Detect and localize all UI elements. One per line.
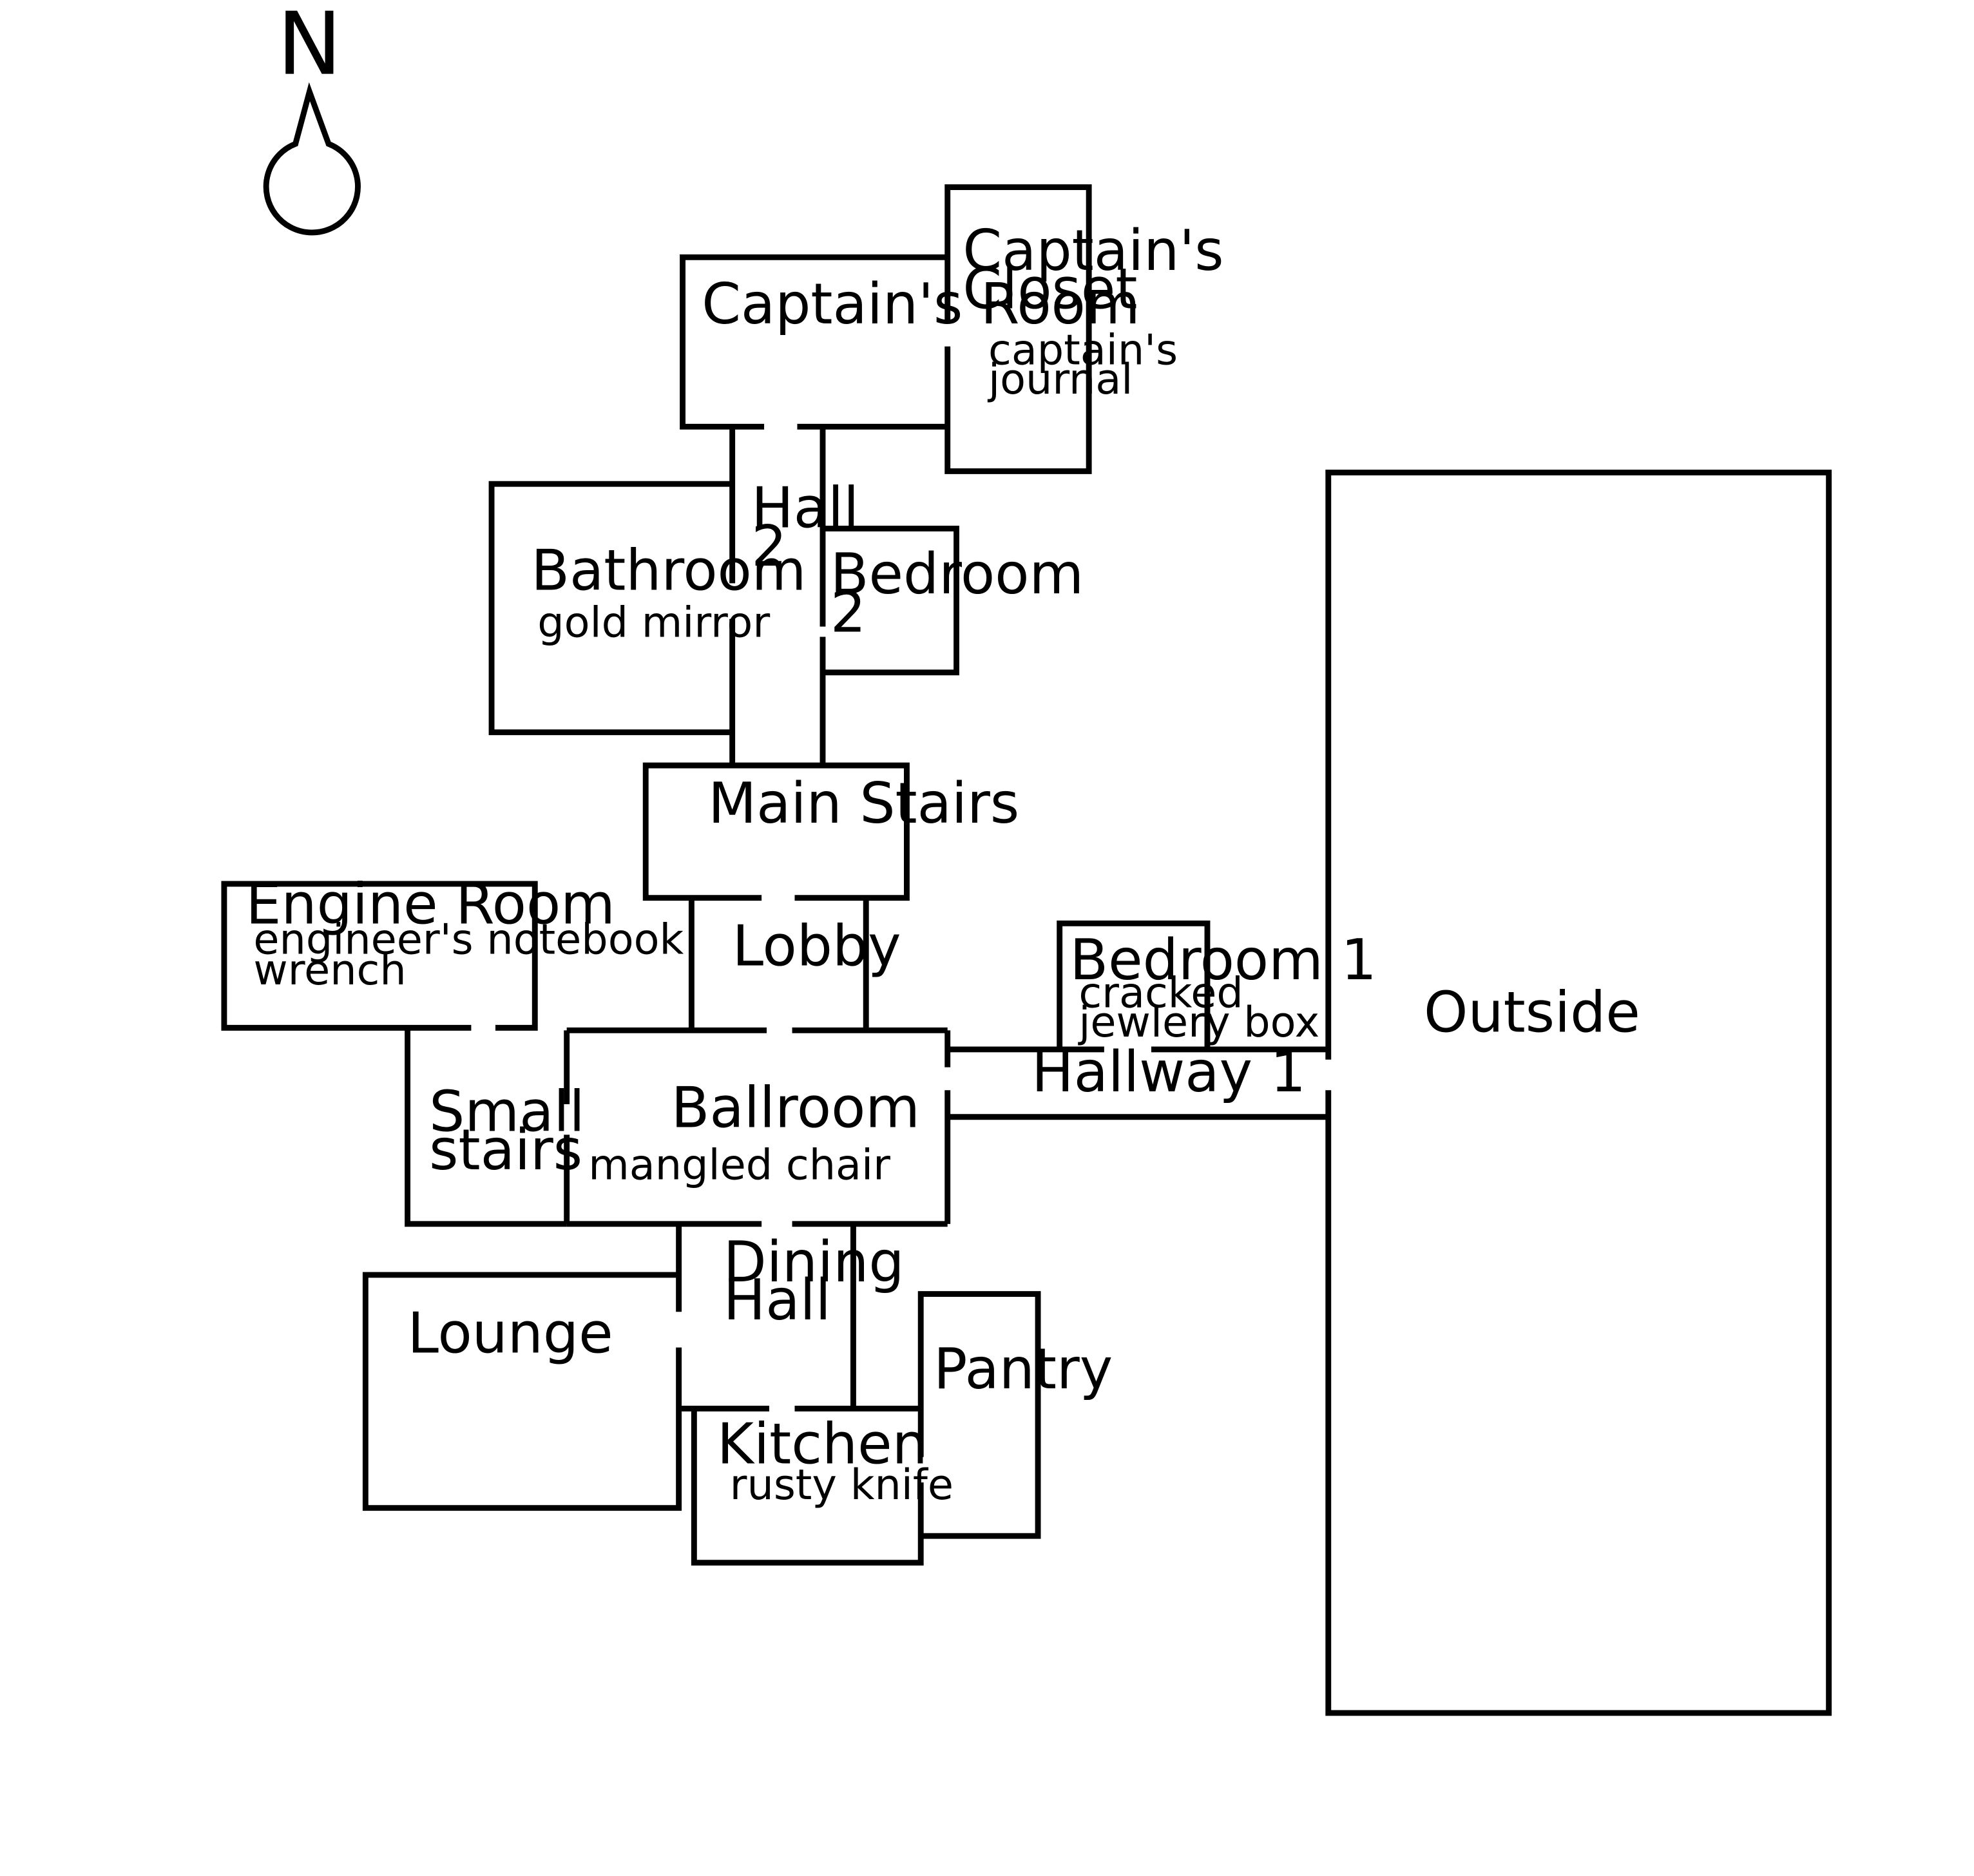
captains-closet-item-line2: journal bbox=[987, 355, 1133, 404]
hall-2-label-line2: 2 bbox=[751, 513, 787, 579]
bedroom-1 bbox=[1057, 920, 1211, 1049]
main-stairs bbox=[642, 762, 910, 901]
bedroom-2-label-line2: 2 bbox=[830, 580, 866, 646]
bedroom-1-item-line1: cracked bbox=[1078, 969, 1243, 1018]
bedroom-2 bbox=[822, 525, 960, 676]
dining-hall-label-line1: Dining bbox=[723, 1229, 905, 1295]
dining-hall-label-line2: Hall bbox=[723, 1267, 831, 1333]
dining-hall bbox=[676, 1223, 856, 1409]
engine-room bbox=[221, 881, 538, 1031]
hallway-1 bbox=[947, 1046, 1328, 1120]
lounge-label: Lounge bbox=[408, 1300, 613, 1366]
bathroom bbox=[488, 481, 733, 736]
outside-label: Outside bbox=[1424, 979, 1640, 1045]
small-stairs-label-line2: stairs bbox=[429, 1117, 582, 1183]
small-stairs-label-line1: Small bbox=[429, 1079, 585, 1145]
north-arrow-icon bbox=[263, 82, 361, 236]
engine-room-item-line1: engineer's notebook bbox=[253, 915, 684, 964]
lobby bbox=[688, 897, 869, 1031]
lobby-label: Lobby bbox=[733, 914, 901, 979]
outside-area bbox=[1325, 469, 1832, 1716]
kitchen-item: rusty knife bbox=[730, 1460, 953, 1509]
bathroom-label: Bathroom bbox=[531, 537, 806, 603]
main-stairs-label: Main Stairs bbox=[708, 770, 1019, 836]
pantry-label: Pantry bbox=[934, 1336, 1113, 1402]
lounge bbox=[362, 1272, 682, 1511]
pantry bbox=[917, 1291, 1041, 1539]
bedroom-2-label-line1: Bedroom bbox=[830, 541, 1084, 607]
captains-closet-label-line2: Closet bbox=[963, 256, 1137, 321]
bathroom-item: gold mirror bbox=[537, 598, 770, 647]
small-stairs bbox=[405, 1028, 567, 1227]
captains-room-label: Captain's Room bbox=[702, 271, 1140, 337]
captains-closet bbox=[944, 184, 1092, 474]
compass-north-label: N bbox=[277, 0, 342, 95]
captains-closet-item-line1: captain's bbox=[988, 325, 1178, 374]
captains-closet-label-line1: Captain's bbox=[963, 218, 1223, 283]
kitchen-label: Kitchen bbox=[717, 1411, 928, 1477]
kitchen bbox=[678, 1406, 924, 1566]
ballroom-label: Ballroom bbox=[671, 1075, 920, 1141]
engine-room-item-line2: wrench bbox=[253, 946, 406, 995]
hallway-1-label: Hallway 1 bbox=[1031, 1039, 1306, 1105]
engine-room-label: Engine Room bbox=[246, 871, 615, 937]
ballroom-item: mangled chair bbox=[588, 1141, 890, 1190]
ballroom bbox=[564, 1027, 951, 1227]
bedroom-1-item-line2: jewlery box bbox=[1077, 998, 1319, 1047]
